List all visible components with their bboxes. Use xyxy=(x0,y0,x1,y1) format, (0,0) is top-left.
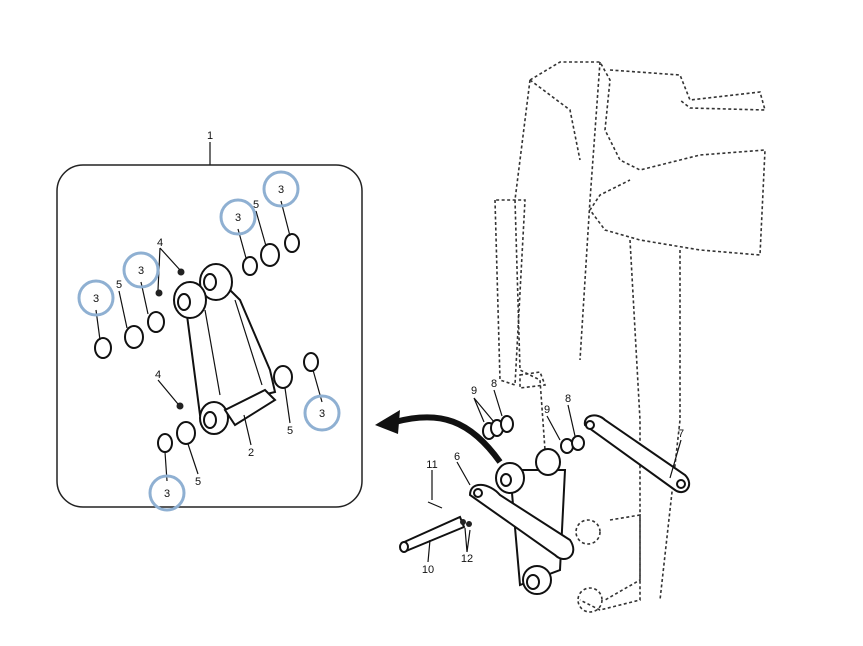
callout-3: 3 xyxy=(93,293,99,305)
curved-arrow-icon xyxy=(375,410,503,464)
inset-seals xyxy=(94,233,319,453)
callout-5: 5 xyxy=(287,425,293,437)
callout-4: 4 xyxy=(155,369,161,381)
callout-9: 9 xyxy=(471,385,477,397)
callout-8: 8 xyxy=(565,393,571,405)
callout-9: 9 xyxy=(544,404,550,416)
boom-outline xyxy=(494,61,767,613)
callout-11: 11 xyxy=(426,459,437,471)
highlight-circles xyxy=(77,170,341,512)
installed-link-parts xyxy=(399,414,691,595)
callout-3: 3 xyxy=(164,488,170,500)
callout-5: 5 xyxy=(116,279,122,291)
right-leaders xyxy=(427,389,682,563)
fitting-icon xyxy=(177,268,185,276)
inset-leaders xyxy=(95,200,323,482)
inset-frame xyxy=(56,164,363,508)
fitting-icon xyxy=(155,289,163,297)
callout-10: 10 xyxy=(422,564,434,576)
callout-2: 2 xyxy=(248,447,254,459)
inset-link-part xyxy=(173,263,277,435)
callout-4: 4 xyxy=(157,237,163,249)
callout-6: 6 xyxy=(454,451,460,463)
callout-5: 5 xyxy=(195,476,201,488)
callout-8: 8 xyxy=(491,378,497,390)
callout-3: 3 xyxy=(278,184,284,196)
callout-3: 3 xyxy=(319,408,325,420)
callout-3: 3 xyxy=(235,212,241,224)
callout-7: 7 xyxy=(678,428,684,440)
callout-5: 5 xyxy=(253,199,259,211)
callout-3: 3 xyxy=(138,265,144,277)
callout-1: 1 xyxy=(207,130,213,142)
fitting-icon xyxy=(176,402,184,410)
callout-12: 12 xyxy=(461,553,473,565)
